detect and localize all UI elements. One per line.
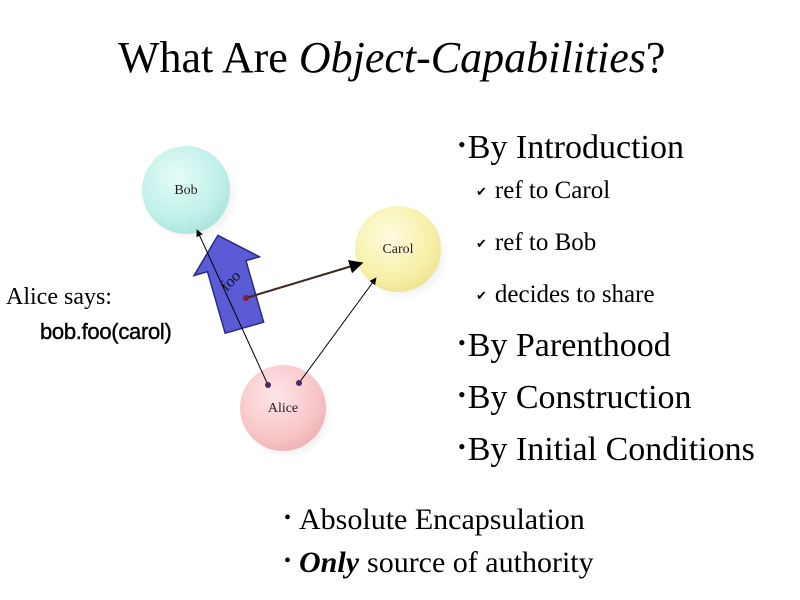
check-icon: ✔ [476,185,487,200]
alice-to-carol-arrow [298,277,377,384]
bullet-label: By Introduction [467,129,684,166]
bullet-initial-conditions: • By Initial Conditions [458,425,798,477]
bullet-parenthood: • By Parenthood [458,321,798,373]
title-suffix: ? [645,33,666,82]
bullet-label: By Parenthood [467,327,671,364]
bullet-label: By Initial Conditions [467,431,755,468]
foo-carol-ref-dot [243,295,249,301]
alice-carol-ref-dot [296,380,302,386]
carol-label: Carol [382,242,413,257]
carol-node: Carol [355,206,441,292]
bottom-bullet-text: source of authority [367,546,594,579]
subbullet-label: decides to share [494,281,655,308]
bullet-introduction: • By Introduction [458,126,798,173]
bullet-label: By Construction [467,379,692,416]
bob-node: Bob [142,146,230,234]
check-icon: ✔ [476,237,487,252]
alice-label: Alice [268,401,298,416]
bullet-dot: • [458,330,466,355]
bottom-bullet-encapsulation: • Absolute Encapsulation [284,500,784,543]
slide-title: What Are Object-Capabilities? [118,30,665,86]
alice-node: Alice [240,365,326,451]
bullet-dot: • [458,382,466,407]
subbullet-decides-to-share: ✔ decides to share [458,271,798,323]
bullet-dot: • [284,550,292,572]
title-emphasis: Object-Capabilities [298,33,646,82]
check-icon: ✔ [476,289,487,304]
alice-bob-ref-dot [265,382,271,388]
subbullet-label: ref to Bob [494,229,597,256]
bottom-bullet-list: • Absolute Encapsulation • Only source o… [284,500,784,586]
bullet-dot: • [284,507,292,529]
bob-label: Bob [174,183,197,198]
bullet-list: • By Introduction ✔ ref to Carol ✔ ref t… [458,126,798,477]
bottom-bullet-emphasis: Only [299,546,360,579]
bullet-dot: • [458,434,466,459]
subbullet-ref-to-bob: ✔ ref to Bob [458,219,798,271]
foo-to-carol-arrow [245,259,364,299]
code-snippet: bob.foo(carol) [40,319,172,344]
foo-message-arrow: foo [192,234,265,335]
bullet-construction: • By Construction [458,373,798,425]
subbullet-label: ref to Carol [494,177,611,204]
alice-says-label: Alice says: [6,284,112,310]
subbullet-ref-to-carol: ✔ ref to Carol [458,167,798,219]
bottom-bullet-authority: • Only source of authority [284,543,784,586]
bullet-dot: • [458,132,466,157]
title-prefix: What Are [118,33,299,82]
bottom-bullet-text: Absolute Encapsulation [299,503,585,536]
alice-to-bob-arrow [196,229,269,386]
